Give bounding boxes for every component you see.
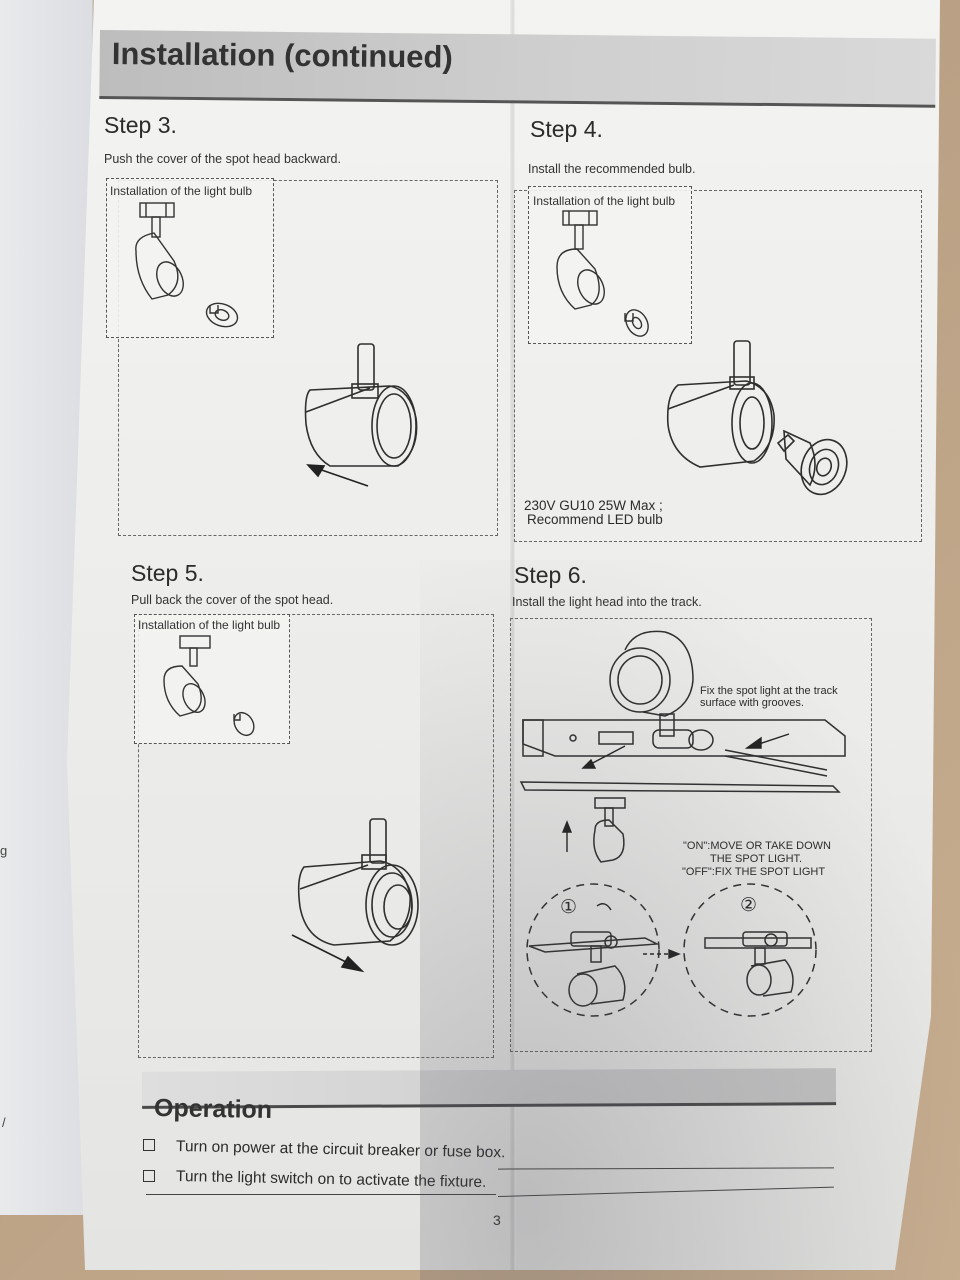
step-4-title: Step 4. <box>530 116 603 142</box>
step-4-description: Install the recommended bulb. <box>528 162 696 176</box>
section-title: Installation (continued) <box>111 36 453 75</box>
step-5-diagram-frame <box>138 614 494 1058</box>
step-6-groove-note-line-2: surface with grooves. <box>700 697 804 709</box>
step-4-bulb-install-illustration <box>666 340 848 496</box>
step-6-off-note: "OFF":FIX THE SPOT LIGHT <box>682 866 826 878</box>
divider <box>146 1194 496 1195</box>
step-3-inset-illustration <box>135 202 239 328</box>
checkbox-icon <box>143 1170 155 1182</box>
step-5-spot-head-illustration <box>291 818 419 973</box>
page-fold <box>510 0 516 1270</box>
step-3-title: Step 3. <box>104 112 177 138</box>
step-6-description: Install the light head into the track. <box>512 595 702 609</box>
step-6-marker-1: ① <box>560 897 578 918</box>
page-number: 3 <box>493 1212 501 1228</box>
step-5-title: Step 5. <box>131 560 204 586</box>
adjacent-page-mark: / <box>2 1115 6 1130</box>
step-6-groove-note-line-1: Fix the spot light at the track <box>700 685 838 697</box>
step-5-inset-label: Installation of the light bulb <box>138 618 281 632</box>
adjacent-page-mark: g <box>0 843 8 858</box>
step-3-diagram-frame <box>118 180 498 536</box>
step-4-inset-illustration <box>556 210 649 337</box>
step-4-bulb-spec-line-2: Recommend LED bulb <box>527 512 663 527</box>
step-4-inset-label: Installation of the light bulb <box>533 194 676 208</box>
step-6-diagram-frame <box>510 618 872 1052</box>
step-3-inset-frame <box>106 178 274 338</box>
step-5-description: Pull back the cover of the spot head. <box>131 593 334 607</box>
step-3-description: Push the cover of the spot head backward… <box>104 152 341 166</box>
operation-title: Operation <box>153 1093 273 1125</box>
step-4-inset-frame <box>528 186 692 344</box>
step-6-marker-2: ② <box>740 895 758 916</box>
step-3-inset-label: Installation of the light bulb <box>110 184 253 198</box>
step-4-bulb-spec-line-1: 230V GU10 25W Max ; <box>524 498 663 513</box>
step-6-on-note-line-2: THE SPOT LIGHT. <box>710 853 803 865</box>
step-6-title: Step 6. <box>514 562 587 588</box>
step-5-inset-illustration <box>163 635 255 737</box>
step-6-on-note-line-1: "ON":MOVE OR TAKE DOWN <box>683 840 831 852</box>
step-5-inset-frame <box>134 614 290 744</box>
checkbox-icon <box>143 1139 155 1151</box>
step-4-diagram-frame <box>514 190 922 542</box>
step-6-track-illustration <box>519 630 846 1017</box>
step-3-spot-head-illustration <box>304 343 418 487</box>
